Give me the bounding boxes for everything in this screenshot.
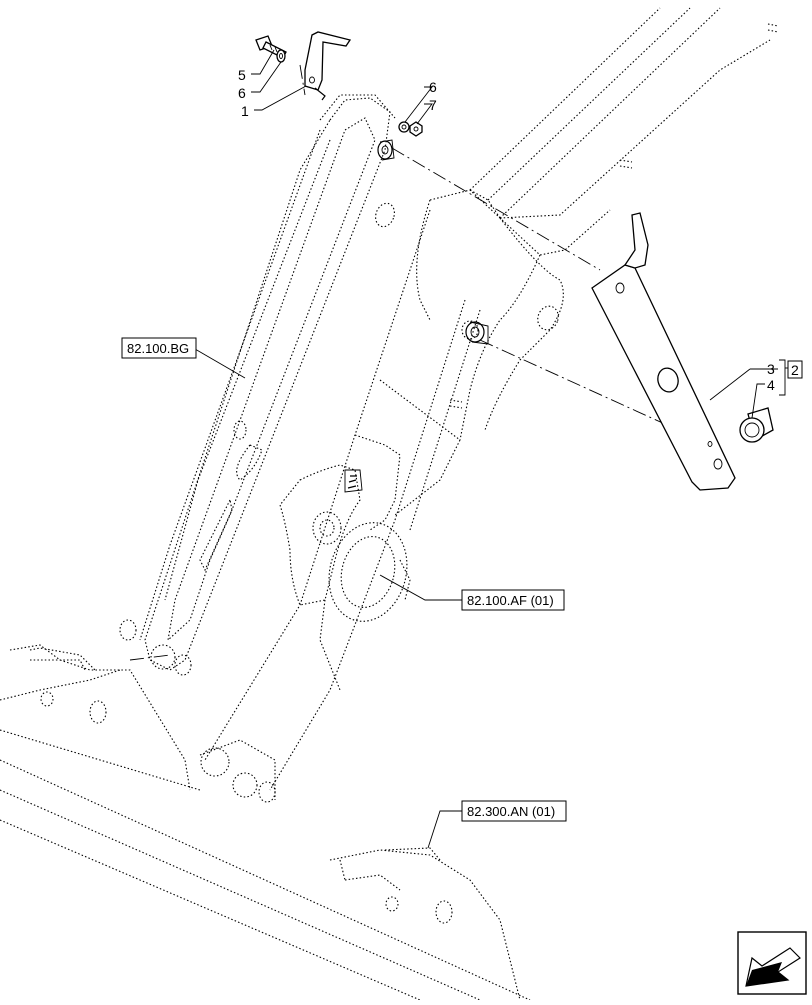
callout-1: 1 xyxy=(241,103,249,119)
elbow-pin xyxy=(465,321,489,345)
callout-6-right: 6 xyxy=(429,79,437,95)
ref-82-300-an-label: 82.300.AN (01) xyxy=(467,804,555,819)
alignment-lines xyxy=(129,64,701,661)
part-6-washer-right[interactable] xyxy=(398,121,410,133)
callout-2: 2 xyxy=(791,362,799,378)
callout-5: 5 xyxy=(238,67,246,83)
part-7-nut[interactable] xyxy=(409,121,423,137)
part-6-washer-upper[interactable] xyxy=(276,49,286,63)
ref-82-100-bg-label: 82.100.BG xyxy=(127,341,189,356)
ref-82-300-an[interactable]: 82.300.AN (01) xyxy=(461,800,567,822)
link-bar xyxy=(119,97,391,676)
part-3-plate[interactable] xyxy=(591,212,736,491)
callout-7: 7 xyxy=(429,97,437,113)
part-4-bushing[interactable] xyxy=(739,407,774,443)
ref-82-100-af-label: 82.100.AF (01) xyxy=(467,593,554,608)
ref-82-100-af[interactable]: 82.100.AF (01) xyxy=(461,589,565,611)
callout-6-upper: 6 xyxy=(238,85,246,101)
callout-3: 3 xyxy=(767,361,775,377)
attachment-frame xyxy=(0,644,531,1001)
callout-4: 4 xyxy=(767,377,775,393)
ref-82-100-bg[interactable]: 82.100.BG xyxy=(121,337,197,359)
leader-lines xyxy=(194,49,788,849)
part-1-bracket[interactable] xyxy=(304,31,352,101)
upper-pin xyxy=(319,94,396,161)
loader-boom xyxy=(204,7,779,791)
callout-labels: 5 6 1 6 7 3 4 2 xyxy=(238,67,803,393)
navigation-arrow-icon[interactable] xyxy=(737,931,807,995)
